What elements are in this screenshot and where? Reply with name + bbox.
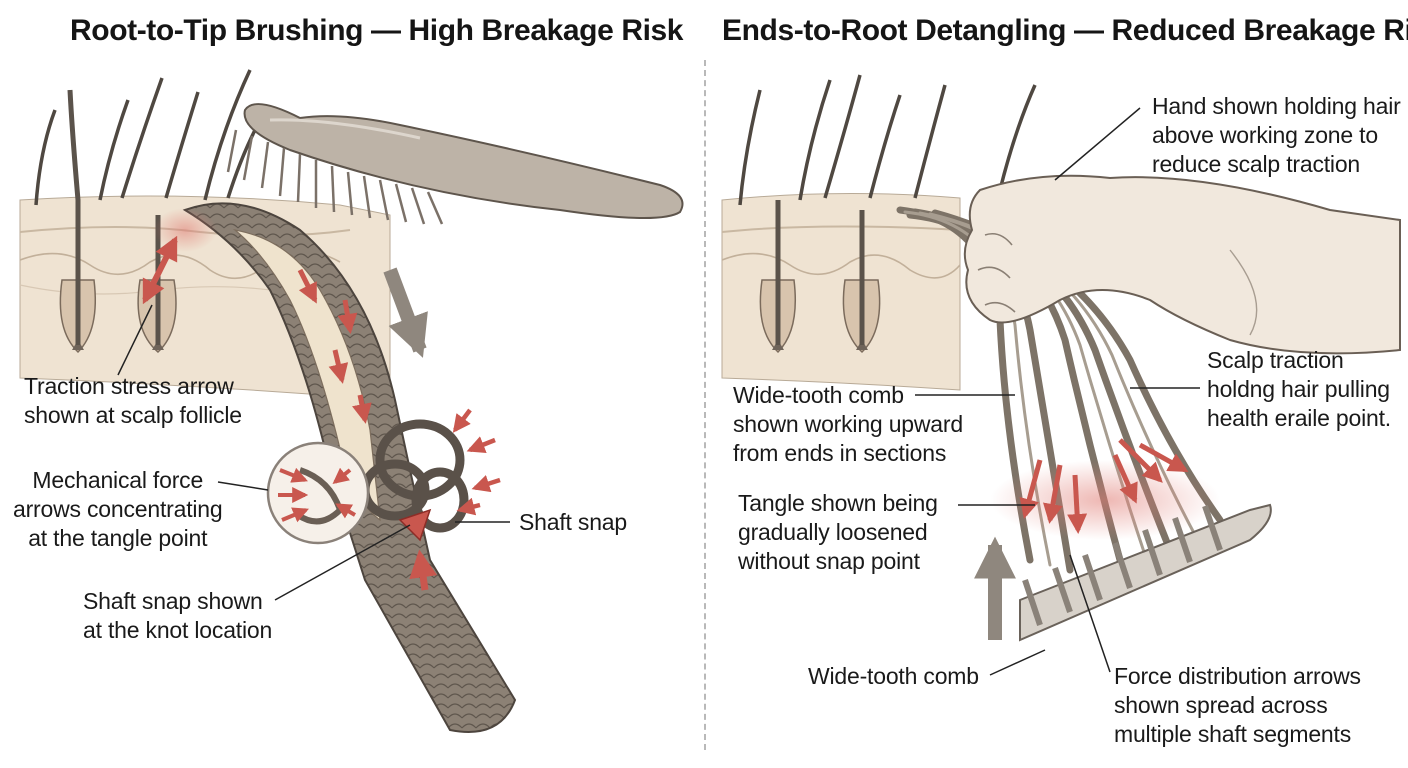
label-line: arrows concentrating (13, 496, 223, 522)
brush-bristles (226, 129, 444, 225)
label-line: multiple shaft segments (1114, 721, 1352, 747)
label-scalp-traction: Scalp traction holdng hair pulling healt… (1207, 346, 1391, 433)
label-tangle-loosened: Tangle shown being gradually loosened wi… (738, 489, 938, 576)
right-skin-layer (721, 192, 961, 391)
label-line: from ends in sections (733, 440, 947, 466)
label-line: Hand shown holding hair (1152, 93, 1401, 119)
label-line: at the tangle point (28, 525, 208, 551)
right-scalp-diagram (721, 74, 1037, 391)
internal-stress-arrows (297, 268, 372, 424)
label-wide-tooth-comb: Wide-tooth comb (808, 663, 979, 689)
label-force-distribution: Force distribution arrows shown spread a… (1114, 662, 1361, 749)
panel-divider (704, 60, 706, 750)
right-scalp-hairs (738, 74, 1037, 206)
right-follicle-1 (759, 200, 797, 354)
right-leader-lines (915, 107, 1200, 676)
label-hand-holding: Hand shown holding hair above working zo… (1152, 92, 1401, 179)
left-follicle-1 (59, 89, 97, 354)
label-mechanical-force: Mechanical force arrows concentrating at… (13, 466, 223, 553)
label-line: Scalp traction (1207, 347, 1344, 373)
traction-stress-marker (142, 208, 217, 305)
left-scalp-hairs (34, 69, 257, 206)
converging-force-arrows (452, 408, 501, 516)
holding-hand (963, 174, 1401, 355)
brush (226, 103, 684, 225)
comb-teeth (1022, 505, 1223, 626)
label-line: above working zone to (1152, 122, 1378, 148)
right-follicle-2 (842, 210, 881, 354)
label-line: Force distribution arrows (1114, 663, 1361, 689)
label-line: Tangle shown being (738, 490, 938, 516)
label-line: at the knot location (83, 617, 273, 643)
right-panel-title: Ends-to-Root Detangling — Reduced Breaka… (722, 14, 1408, 47)
label-line: reduce scalp traction (1152, 151, 1361, 177)
label-line: Mechanical force (32, 467, 204, 493)
brushing-direction-arrow (383, 267, 428, 358)
wide-tooth-comb (1019, 503, 1272, 642)
label-snap-location: Shaft snap shown at the knot location (83, 587, 272, 645)
label-line: Wide-tooth comb (733, 382, 904, 408)
left-leader-lines (117, 304, 510, 601)
label-line: health eraile point. (1207, 405, 1391, 431)
label-line: Shaft snap shown (83, 588, 263, 614)
magnifier-inset (266, 441, 370, 545)
label-line: gradually loosened (738, 519, 928, 545)
label-line: holdng hair pulling (1207, 376, 1390, 402)
force-distribution-arrows (990, 438, 1220, 540)
label-traction-stress: Traction stress arrow shown at scalp fol… (24, 372, 242, 430)
label-line: Traction stress arrow (24, 373, 234, 399)
label-line: shown at scalp follicle (24, 402, 242, 428)
left-panel-title: Root-to-Tip Brushing — High Breakage Ris… (70, 14, 684, 47)
label-line: shown spread across (1114, 692, 1328, 718)
label-comb-upward: Wide-tooth comb shown working upward fro… (733, 381, 963, 468)
label-line: without snap point (738, 548, 920, 574)
label-shaft-snap: Shaft snap (519, 509, 627, 535)
snap-point (398, 508, 432, 542)
label-line: shown working upward (733, 411, 963, 437)
